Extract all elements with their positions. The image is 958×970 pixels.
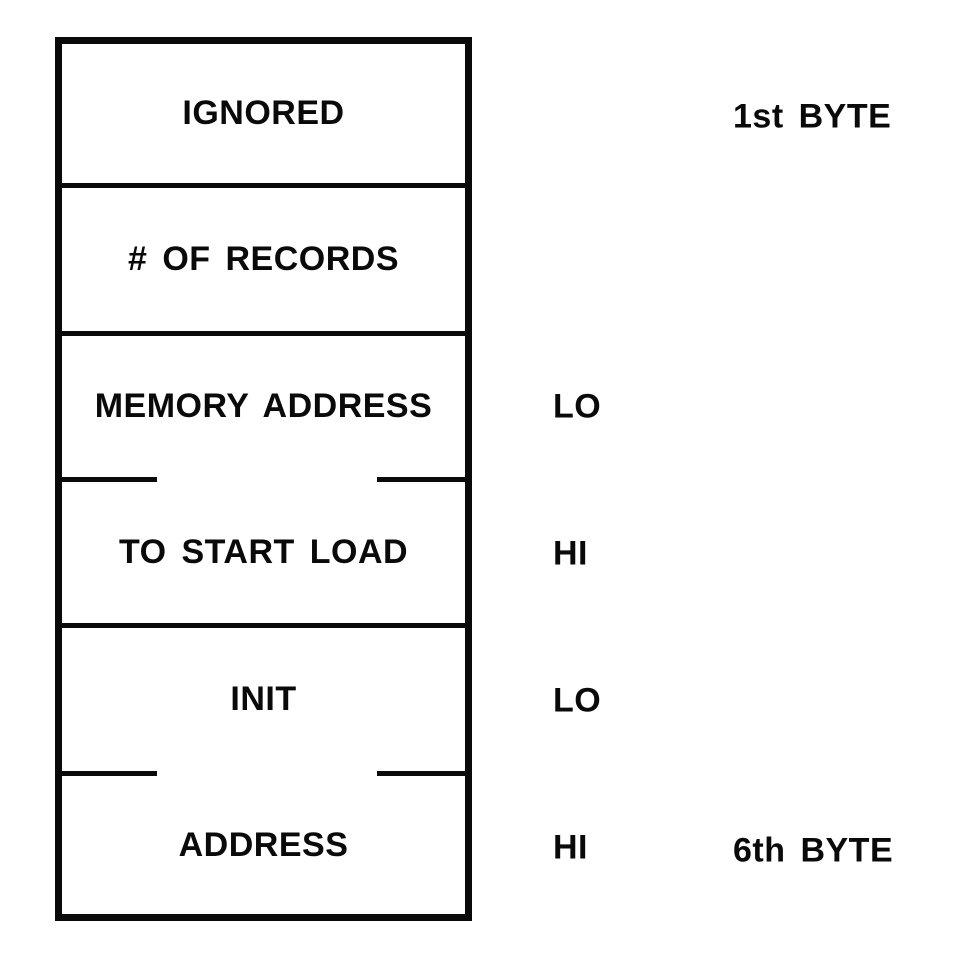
cell-label: IGNORED <box>182 94 345 132</box>
cell-memory-address: MEMORY ADDRESS <box>62 336 465 477</box>
cell-to-start-load: TO START LOAD <box>62 482 465 623</box>
cell-label: MEMORY ADDRESS <box>94 387 433 425</box>
separator-segment-left <box>62 771 157 776</box>
byte-header-box: IGNORED # OF RECORDS MEMORY ADDRESS TO S… <box>55 37 472 921</box>
cell-num-of-records: # OF RECORDS <box>62 188 465 331</box>
cell-init: INIT <box>62 628 465 771</box>
row-separator <box>62 183 465 188</box>
cell-address: ADDRESS <box>62 776 465 914</box>
cell-ignored: IGNORED <box>62 44 465 183</box>
cell-label: TO START LOAD <box>118 533 409 571</box>
cell-label: INIT <box>230 680 297 718</box>
first-byte-label: 1st BYTE <box>733 97 892 136</box>
cell-label: # OF RECORDS <box>127 240 400 278</box>
row-separator <box>62 331 465 336</box>
hi-label-address: HI <box>553 828 588 867</box>
lo-label-init: LO <box>553 681 602 720</box>
lo-label-memory-address: LO <box>553 387 602 426</box>
split-byte-separator <box>62 477 465 482</box>
sixth-byte-label: 6th BYTE <box>733 831 894 870</box>
split-byte-separator <box>62 771 465 776</box>
separator-segment-left <box>62 477 157 482</box>
hi-label-to-start-load: HI <box>553 534 588 573</box>
separator-segment-right <box>377 477 465 482</box>
cell-label: ADDRESS <box>178 825 349 864</box>
row-separator <box>62 623 465 628</box>
separator-segment-right <box>377 771 465 776</box>
